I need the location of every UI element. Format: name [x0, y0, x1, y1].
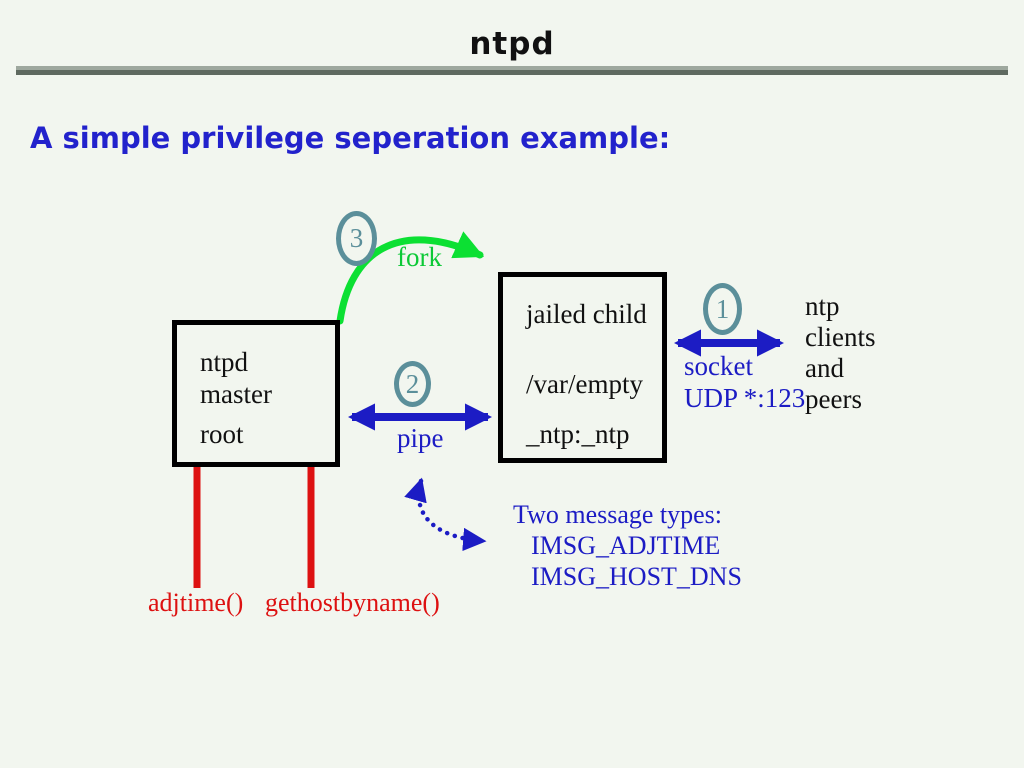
gethostbyname-label: gethostbyname() [265, 588, 440, 617]
step-2-number: 2 [405, 368, 420, 399]
master-box-line-2: master [200, 379, 272, 409]
header-divider [16, 66, 1008, 75]
step-1-badge: 1 [703, 283, 742, 335]
imsg-host-dns-label: IMSG_HOST_DNS [531, 562, 742, 591]
jailed-child-box: jailed child /var/empty _ntp:_ntp [498, 272, 667, 463]
ntp-clients-line-4: peers [805, 384, 862, 414]
master-box-line-1: ntpd [200, 347, 249, 377]
adjtime-label: adjtime() [148, 588, 244, 617]
step-1-number: 1 [715, 293, 730, 324]
ntp-clients-line-2: clients [805, 322, 876, 352]
child-box-line-1: jailed child [526, 299, 647, 329]
fork-arrow [336, 231, 485, 325]
master-box-line-3: root [200, 419, 244, 449]
step-3-number: 3 [349, 223, 364, 253]
page-title: ntpd [469, 26, 555, 62]
fork-label: fork [397, 242, 442, 272]
ntp-clients-text: ntp clients and peers [805, 291, 875, 415]
ntpd-master-box: ntpd master root [172, 320, 340, 467]
child-box-line-2: /var/empty [526, 369, 643, 399]
imsg-adjtime-label: IMSG_ADJTIME [531, 531, 721, 560]
step-2-badge: 2 [394, 361, 431, 407]
child-box-line-3: _ntp:_ntp [526, 419, 630, 449]
pipe-label: pipe [397, 423, 444, 453]
ntp-clients-line-1: ntp [805, 291, 840, 321]
ipc-messages-dotted-arrow [404, 477, 487, 552]
step-3-badge: 3 [336, 211, 377, 266]
socket-label: socket [684, 351, 753, 381]
udp-port-label: UDP *:123 [684, 383, 806, 413]
message-types-heading: Two message types: [513, 500, 723, 529]
ntp-clients-line-3: and [805, 353, 844, 383]
slide-subtitle: A simple privilege seperation example: [30, 121, 671, 155]
